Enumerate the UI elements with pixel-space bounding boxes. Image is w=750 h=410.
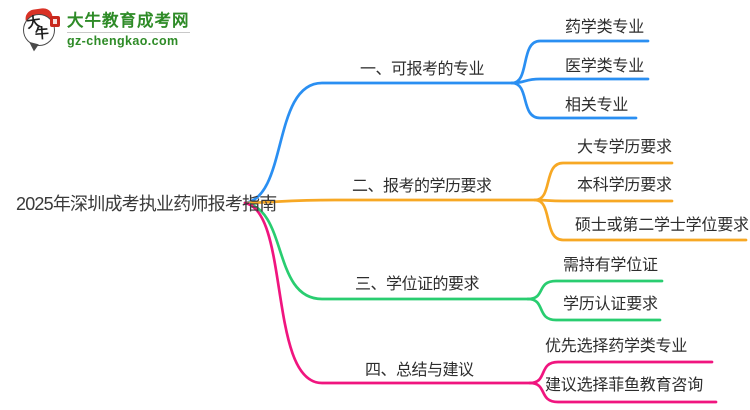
site-logo[interactable]: 大 牛 大牛教育成考网 gz-chengkao.com <box>22 7 190 53</box>
branch4-child1-label: 优先选择药学类专业 <box>545 338 688 355</box>
root-node: 2025年深圳成考执业药师报考指南 <box>16 194 277 214</box>
site-name: 大牛教育成考网 <box>67 12 190 30</box>
branch4-label: 四、总结与建议 <box>365 362 474 379</box>
branch2-label: 二、报考的学历要求 <box>352 178 492 195</box>
branch4-child2-label: 建议选择菲鱼教育咨询 <box>545 377 704 394</box>
speech-bubble: 大 牛 <box>23 14 55 46</box>
branch1-child1-label: 药学类专业 <box>565 19 645 36</box>
bull-speech-bubble-icon: 大 牛 <box>22 7 60 53</box>
red-seal-icon <box>50 16 60 27</box>
branch2-child3-label: 硕士或第二学士学位要求 <box>575 217 749 234</box>
branch2-child2-label: 本科学历要求 <box>577 177 672 194</box>
logo-char-bottom: 牛 <box>34 26 50 43</box>
branch3-child1-label: 需持有学位证 <box>563 257 658 274</box>
bubble-tail <box>27 41 39 53</box>
branch2-child2-line <box>533 198 674 203</box>
branch1-child2-line <box>510 77 650 85</box>
branch1-child3-label: 相关专业 <box>565 97 629 114</box>
site-url: gz-chengkao.com <box>67 32 190 48</box>
logo-text-block: 大牛教育成考网 gz-chengkao.com <box>67 12 190 48</box>
branch2-line <box>243 198 537 205</box>
branch1-label: 一、可报考的专业 <box>360 61 485 78</box>
branch3-child2-label: 学历认证要求 <box>563 296 658 313</box>
branch2-child1-label: 大专学历要求 <box>577 139 672 156</box>
branch3-label: 三、学位证的要求 <box>355 276 480 293</box>
branch1-child2-label: 医学类专业 <box>565 58 645 75</box>
